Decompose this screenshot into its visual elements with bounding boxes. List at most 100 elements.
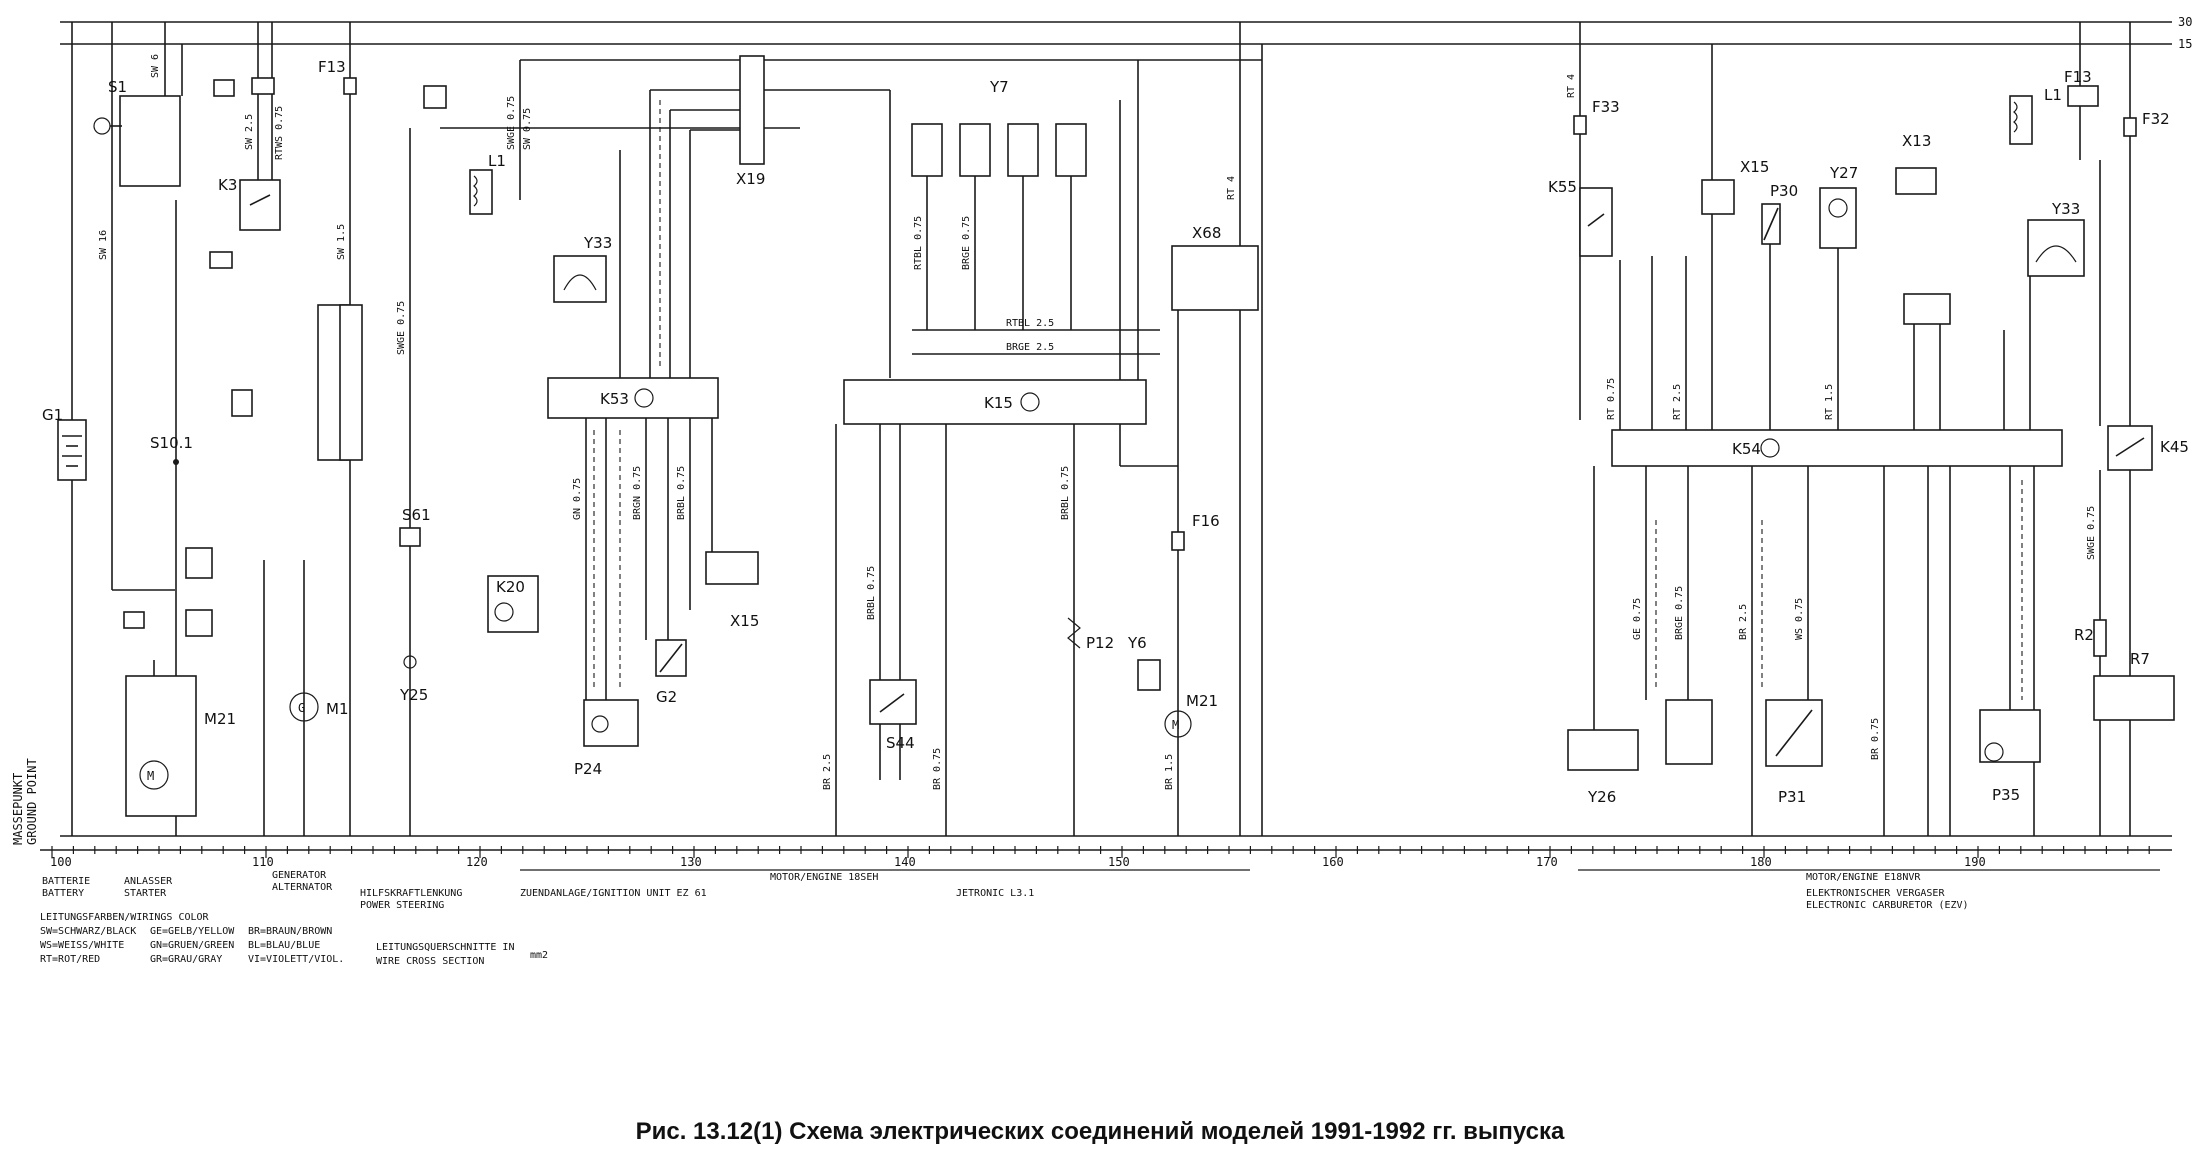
label-g1: G1 <box>42 406 63 424</box>
legend-cross-de: LEITUNGSQUERSCHNITTE IN <box>376 942 514 953</box>
wire-label-brge-r: BRGE 0.75 <box>1674 586 1685 640</box>
wire-label-brbl-c: BRBL 0.75 <box>1060 466 1071 520</box>
relay-k55-contact <box>1587 213 1605 227</box>
label-s10: S10.1 <box>150 434 193 452</box>
ruler-label-180: 180 <box>1750 855 1772 869</box>
wire-label-swge-a: SWGE 0.75 <box>396 301 407 355</box>
label-f32: F32 <box>2142 110 2170 128</box>
coil-winding-b <box>2013 101 2018 133</box>
ruler-label-120: 120 <box>466 855 488 869</box>
label-k45: K45 <box>2160 438 2189 456</box>
starter-motor-icon <box>139 760 169 790</box>
connector-x13 <box>1895 167 1937 195</box>
connector-block-7 <box>123 611 145 629</box>
connector-x19 <box>739 55 765 165</box>
connector-block-8 <box>423 85 447 109</box>
section-starter-de: ANLASSER <box>124 876 173 887</box>
module-k20 <box>487 575 539 633</box>
connector-x15-a <box>705 551 759 585</box>
fuse-f33 <box>1573 115 1587 135</box>
coil-winding <box>473 175 478 207</box>
sensor-p24-slash <box>659 643 683 673</box>
valve-y33-arc <box>563 274 597 291</box>
legend-color-8: VI=VIOLETT/VIOL. <box>248 954 344 965</box>
wire-label-sw15-a: SW 1.5 <box>336 224 347 260</box>
legend-cross-en: WIRE CROSS SECTION <box>376 956 484 967</box>
label-k20: K20 <box>496 578 525 596</box>
heater-r7 <box>2093 675 2175 721</box>
sensor-p35-a <box>583 699 639 747</box>
section-battery-en: BATTERY <box>42 888 84 899</box>
legend-color-0: SW=SCHWARZ/BLACK <box>40 926 136 937</box>
ruler-label-140: 140 <box>894 855 916 869</box>
label-y26: Y26 <box>1587 788 1616 806</box>
ruler-label-190: 190 <box>1964 855 1986 869</box>
valve-y33 <box>553 255 607 303</box>
wire-label-brbl: BRBL 0.75 <box>676 466 687 520</box>
wire-label-brgn: BRGN 0.75 <box>632 466 643 520</box>
connector-block-1 <box>213 79 235 97</box>
motor-m21-m: M <box>1172 718 1179 732</box>
rail-15-label: 15 <box>2178 37 2192 51</box>
connector-x18 <box>1903 293 1951 325</box>
node-y25 <box>403 655 417 669</box>
valve-y27 <box>1819 187 1857 249</box>
label-r7: R7 <box>2130 650 2150 668</box>
ruler-decades: 100 110 120 130 140 150 160 170 180 190 <box>50 855 1986 869</box>
connector-x68 <box>1171 245 1259 311</box>
module-k54-icon <box>1760 438 1780 458</box>
legend-color-1: GE=GELB/YELLOW <box>150 926 235 937</box>
section-engine-18seh: MOTOR/ENGINE 18SEH <box>770 872 878 883</box>
key-icon <box>93 117 111 135</box>
label-k55: K55 <box>1548 178 1577 196</box>
valve-y27-icon <box>1828 198 1848 218</box>
fuse-block-f13-b <box>2067 85 2099 107</box>
legend-title: LEITUNGSFARBEN/WIRINGS COLOR <box>40 912 210 923</box>
connector-block-4 <box>231 389 253 417</box>
starter-motor-m: M <box>147 769 154 783</box>
wire-label-br075-r: BR 0.75 <box>1870 718 1881 760</box>
legend-color-2: BR=BRAUN/BROWN <box>248 926 332 937</box>
wire-label-brge-a: BRGE 0.75 <box>961 216 972 270</box>
connector-block-6 <box>185 609 213 637</box>
ground-label-de: MASSEPUNKT <box>11 773 25 845</box>
wire-label-swge-r: SWGE 0.75 <box>2086 506 2097 560</box>
label-p31: P31 <box>1778 788 1806 806</box>
label-y27: Y27 <box>1829 164 1858 182</box>
sensor-p35-b <box>1979 709 2041 763</box>
coil-l1-b <box>2009 95 2033 145</box>
section-jetronic: JETRONIC L3.1 <box>956 888 1034 899</box>
alternator-icon <box>289 692 319 722</box>
module-k20-icon <box>494 602 514 622</box>
legend-color-7: GR=GRAU/GRAY <box>150 954 222 965</box>
wire-label-swge-b: SWGE 0.75 <box>506 96 517 150</box>
alternator-g: G <box>298 701 305 715</box>
wire-label-rt15-r: RT 1.5 <box>1824 384 1835 420</box>
section-alternator-en: ALTERNATOR <box>272 882 333 893</box>
coil-l1 <box>469 169 493 215</box>
module-k15-icon <box>1020 392 1040 412</box>
label-x19-a: X19 <box>736 170 765 188</box>
module-k15 <box>843 379 1147 425</box>
relay-k55 <box>1579 187 1613 257</box>
connector-block-5 <box>185 547 213 579</box>
legend-color-4: GN=GRUEN/GREEN <box>150 940 234 951</box>
section-ps-en: POWER STEERING <box>360 900 444 911</box>
sensor-p12 <box>1067 617 1081 649</box>
wire-label-sw16: SW 16 <box>98 230 109 260</box>
wire-label-gn: GN 0.75 <box>572 478 583 520</box>
wire-label-rtbl25: RTBL 2.5 <box>1006 318 1054 329</box>
label-f13-a: F13 <box>318 58 346 76</box>
wire-label-sw6: SW 6 <box>150 54 161 78</box>
wire-label-br25-a: BR 2.5 <box>822 754 833 790</box>
sensor-p35-b-icon <box>1984 742 2004 762</box>
sensor-block-r1 <box>1665 699 1713 765</box>
wire-label-brbl-b: BRBL 0.75 <box>866 566 877 620</box>
label-r2: R2 <box>2074 626 2094 644</box>
label-m1: M21 <box>204 710 236 728</box>
label-y7: Y7 <box>989 78 1009 96</box>
switch-s61 <box>399 527 421 547</box>
ruler-label-110: 110 <box>252 855 274 869</box>
module-k53-icon <box>634 388 654 408</box>
